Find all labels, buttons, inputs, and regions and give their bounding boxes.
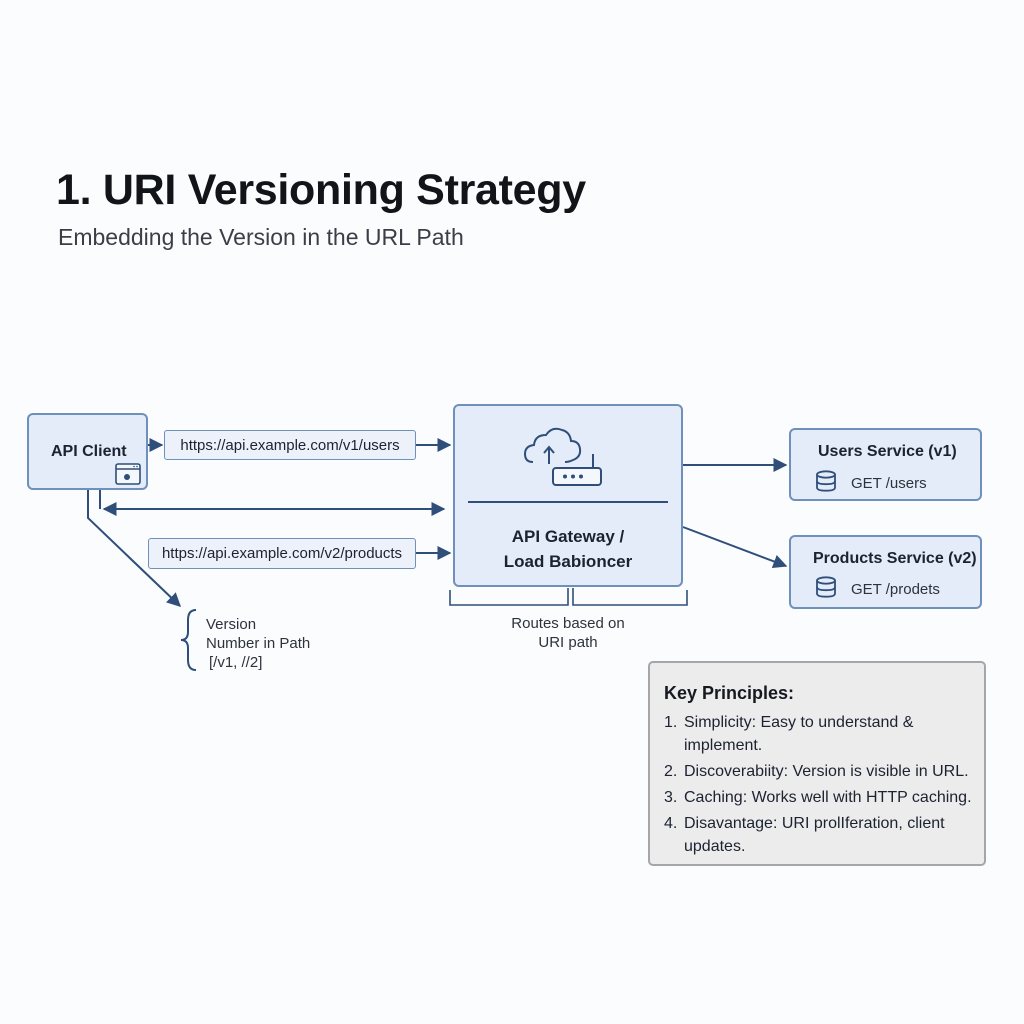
users-service-endpoint: GET /users bbox=[851, 474, 927, 492]
version-note-line1: Version bbox=[206, 616, 257, 633]
version-note-line2: Number in Path bbox=[206, 635, 311, 652]
list-item: 1. Simplicity: Easy to understand & impl… bbox=[664, 711, 984, 757]
products-service-endpoint-row: GET /prodets bbox=[815, 576, 940, 602]
list-item-text: Caching: Works well with HTTP caching. bbox=[684, 789, 972, 806]
gateway-divider bbox=[468, 501, 668, 503]
list-item: 4. Disavantage: URI prolIferation, clien… bbox=[664, 812, 984, 858]
products-service-endpoint: GET /prodets bbox=[851, 580, 940, 598]
list-item-number: 3. bbox=[664, 789, 678, 806]
gateway-route-bracket bbox=[449, 588, 688, 606]
gateway-note-line2: URI path bbox=[538, 634, 598, 651]
gateway-label-line1: API Gateway / bbox=[511, 527, 625, 546]
gateway-label: API Gateway / Load Babioncer bbox=[455, 524, 681, 574]
list-item-number: 4. bbox=[664, 815, 678, 832]
key-principles-heading: Key Principles: bbox=[664, 683, 795, 703]
list-item-text: Discoverabiity: Version is visible in UR… bbox=[684, 763, 969, 780]
version-note-line3: [/v1, //2] bbox=[209, 654, 263, 671]
request-url-v1: https://api.example.com/v1/users bbox=[164, 430, 416, 460]
key-principles-panel: Key Principles: 1. Simplicity: Easy to u… bbox=[648, 661, 986, 866]
api-gateway-box: API Gateway / Load Babioncer bbox=[453, 404, 683, 587]
arrow-gateway-to-products-service bbox=[682, 526, 788, 569]
api-client-box: API Client bbox=[27, 413, 148, 490]
list-item-number: 1. bbox=[664, 714, 678, 731]
browser-window-icon bbox=[115, 463, 141, 490]
list-item: 3. Caching: Works well with HTTP caching… bbox=[664, 786, 984, 809]
page-title: 1. URI Versioning Strategy bbox=[56, 166, 586, 214]
cloud-router-icon bbox=[523, 424, 605, 495]
list-item-number: 2. bbox=[664, 763, 678, 780]
products-service-box: Products Service (v2) GET /prodets bbox=[789, 535, 982, 609]
request-url-v2: https://api.example.com/v2/products bbox=[148, 538, 416, 569]
list-item: 2. Discoverabiity: Version is visible in… bbox=[664, 760, 984, 783]
database-icon bbox=[815, 576, 837, 602]
page-subtitle: Embedding the Version in the URL Path bbox=[58, 224, 464, 250]
users-service-endpoint-row: GET /users bbox=[815, 470, 927, 496]
products-service-title: Products Service (v2) bbox=[813, 550, 977, 567]
api-client-label: API Client bbox=[51, 443, 127, 460]
users-service-box: Users Service (v1) GET /users bbox=[789, 428, 982, 501]
gateway-route-note: Routes based on URI path bbox=[498, 614, 638, 652]
key-principles-list: 1. Simplicity: Easy to understand & impl… bbox=[664, 711, 984, 861]
arrow-client-to-version-note bbox=[87, 489, 182, 607]
gateway-note-line1: Routes based on bbox=[511, 615, 625, 632]
database-icon bbox=[815, 470, 837, 496]
users-service-title: Users Service (v1) bbox=[818, 443, 957, 460]
list-item-text: Disavantage: URI prolIferation, client u… bbox=[684, 815, 945, 855]
version-brace bbox=[180, 609, 197, 671]
version-note: Version Number in Path [/v1, //2] bbox=[206, 615, 310, 672]
list-item-text: Simplicity: Easy to understand & impleme… bbox=[684, 714, 914, 754]
gateway-label-line2: Load Babioncer bbox=[503, 552, 633, 571]
